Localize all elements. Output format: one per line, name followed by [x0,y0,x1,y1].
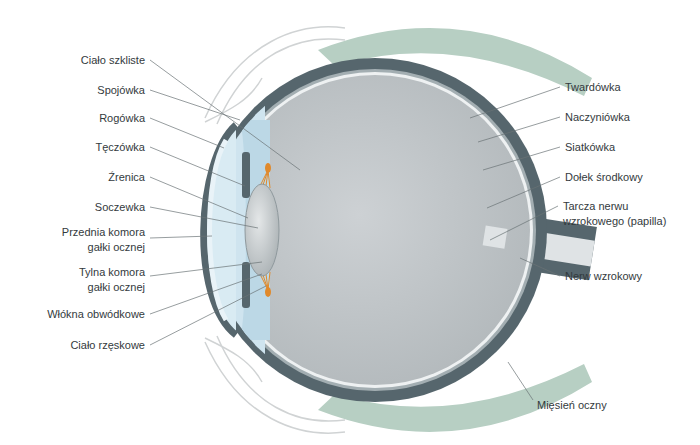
part-label: Rogówka [99,111,145,126]
part-label: Tarcza nerwu wzrokowego (papilla) [563,199,681,229]
part-label: Włókna obwódkowe [47,307,145,322]
part-label: Twardówka [565,80,621,95]
part-label: Naczyniówka [565,110,630,125]
part-label: Przednia komora gałki ocznej [50,225,145,255]
part-label: Ciało rzęskowe [70,338,145,353]
part-label: Spojówka [97,83,145,98]
part-label: Soczewka [95,200,145,215]
part-label: Tylna komora gałki ocznej [60,265,145,295]
part-label: Mięsień oczny [537,398,607,413]
part-label: Tęczówka [95,140,145,155]
part-label: Ciało szkliste [81,53,145,68]
part-label: Nerw wzrokowy [565,269,642,284]
part-label: Siatkówka [565,140,615,155]
part-label: Źrenica [108,170,145,185]
part-label: Dołek środkowy [565,170,643,185]
